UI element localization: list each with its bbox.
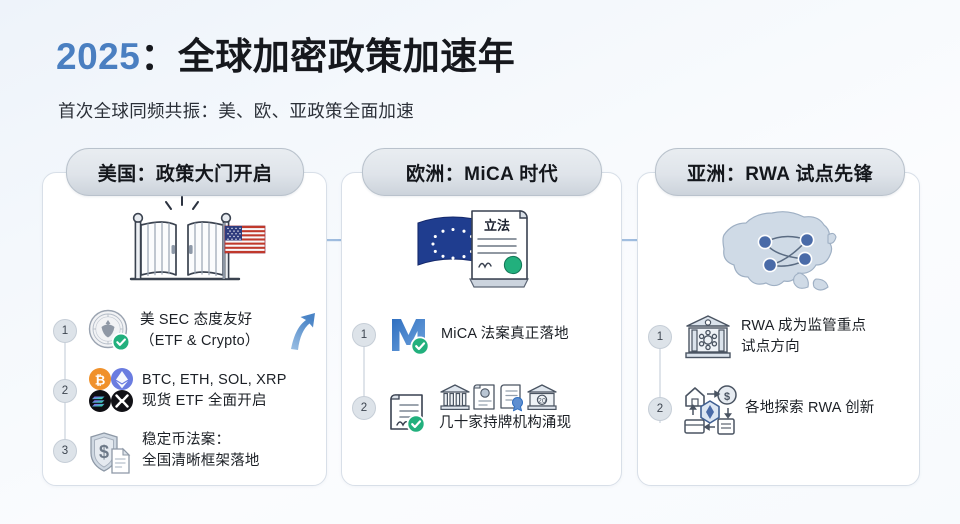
list-item[interactable]: 2 ₿ <box>43 361 326 421</box>
regulated-bank-rwa-icon <box>682 311 734 363</box>
card-eu-item-list: 1 MiCA 法案真正落地 <box>342 301 621 447</box>
list-item[interactable]: 1 MiCA 法案真正落地 <box>342 301 621 369</box>
card-header-label: 欧洲：MiCA 时代 <box>405 163 559 185</box>
card-asia-item-list: 1 <box>638 301 919 445</box>
item-number-container: 2 <box>342 396 386 420</box>
item-number: 3 <box>53 439 77 463</box>
list-item[interactable]: 1 <box>638 301 919 373</box>
item-number-container: 3 <box>43 439 87 463</box>
page-subtitle: 首次全球同频共振：美、欧、亚政策全面加速 <box>58 101 414 121</box>
title-rest: 全球加密政策加速年 <box>177 36 516 77</box>
item-number: 2 <box>648 397 672 421</box>
item-line-2: 全国清晰框架落地 <box>142 453 260 469</box>
item-number-container: 1 <box>342 323 386 347</box>
card-header-eu[interactable]: 欧洲：MiCA 时代 <box>362 148 602 196</box>
item-number-container: 2 <box>638 397 682 421</box>
bank-icon <box>440 384 470 410</box>
card-header-label: 美国：政策大门开启 <box>97 163 273 185</box>
item-number-container: 2 <box>43 379 87 403</box>
item-line-1: MiCA 法案真正落地 <box>441 326 569 343</box>
svg-text:$: $ <box>724 391 730 403</box>
award-document-icon <box>500 384 523 412</box>
item-line-2: 现货 ETF 全面开启 <box>142 393 267 409</box>
eu-flag-with-legislation-scroll-icon: 立法 <box>414 201 550 293</box>
item-text: 美 SEC 态度友好 （ETF & Crypto） <box>133 310 288 352</box>
crypto-coins-btc-eth-sol-xrp-icon: ₿ <box>87 367 135 415</box>
card-us[interactable]: 1 <box>42 172 327 486</box>
item-number: 1 <box>648 325 672 349</box>
item-line-1: BTC, ETH, SOL, XRP <box>142 371 287 388</box>
card-header-label: 亚洲：RWA 试点先锋 <box>687 163 873 185</box>
svg-text:20: 20 <box>538 398 546 405</box>
list-item[interactable]: 2 <box>342 369 621 447</box>
item-line-2: 试点方向 <box>741 339 800 355</box>
list-item[interactable]: 2 $ <box>638 373 919 445</box>
item-line-1: 美 SEC 态度友好 <box>140 311 253 328</box>
item-line-2: （ETF & Crypto） <box>140 333 260 349</box>
item-text: 稳定币法案： 全国清晰框架落地 <box>135 430 326 472</box>
open-gate-with-us-flag-icon <box>105 196 265 287</box>
card-header-asia[interactable]: 亚洲：RWA 试点先锋 <box>655 148 905 196</box>
stablecoin-shield-document-icon: $ <box>87 427 135 475</box>
license-certificate-icon <box>473 384 495 410</box>
timeline-spine <box>363 332 365 420</box>
timeline-spine <box>659 331 661 423</box>
item-text: RWA 成为监管重点 试点方向 <box>734 316 919 358</box>
list-item[interactable]: 3 $ <box>43 421 326 481</box>
title-year: 2025 <box>56 36 141 77</box>
item-number: 1 <box>352 323 376 347</box>
card-us-item-list: 1 <box>43 301 326 481</box>
item-number: 1 <box>53 319 77 343</box>
mica-m-logo-verified-icon <box>386 311 434 359</box>
hero-open-gate-us <box>43 173 326 291</box>
list-item[interactable]: 1 <box>43 301 326 361</box>
item-number-container: 1 <box>43 319 87 343</box>
card-asia[interactable]: 1 <box>637 172 920 486</box>
item-number-container: 1 <box>638 325 682 349</box>
up-trend-arrow-icon <box>288 310 326 352</box>
item-line-1: 稳定币法案： <box>142 431 231 448</box>
item-number: 2 <box>352 396 376 420</box>
title-colon: ： <box>140 36 178 77</box>
rwa-tokenization-flow-icon: $ <box>682 382 738 436</box>
card-header-us[interactable]: 美国：政策大门开启 <box>66 148 304 196</box>
svg-text:₿: ₿ <box>95 373 106 388</box>
item-line-1: 几十家持牌机构涌现 <box>439 414 572 431</box>
scroll-label: 立法 <box>483 218 509 233</box>
item-text: 各地探索 RWA 创新 <box>738 398 919 419</box>
page-title: 2025：全球加密政策加速年 <box>56 38 515 75</box>
svg-text:$: $ <box>99 442 109 462</box>
licensed-institutions-icon: 20 <box>439 382 558 412</box>
card-eu[interactable]: 立法 1 <box>341 172 622 486</box>
item-line-1: RWA 成为监管重点 <box>741 317 867 334</box>
item-line-1: 各地探索 RWA 创新 <box>745 400 875 417</box>
sec-seal-verified-icon <box>87 308 133 354</box>
hero-eu-legislation: 立法 <box>342 173 621 291</box>
item-text: MiCA 法案真正落地 <box>434 324 621 345</box>
hero-asia-map <box>638 173 919 291</box>
item-text: BTC, ETH, SOL, XRP 现货 ETF 全面开启 <box>135 370 326 412</box>
licensed-doc-verified-icon <box>386 383 432 434</box>
asia-map-network-nodes-icon <box>704 201 854 297</box>
regulated-bank-icon: 20 <box>527 384 557 410</box>
item-number: 2 <box>53 379 77 403</box>
item-text: 20 几十家持牌机构涌现 <box>432 382 621 434</box>
